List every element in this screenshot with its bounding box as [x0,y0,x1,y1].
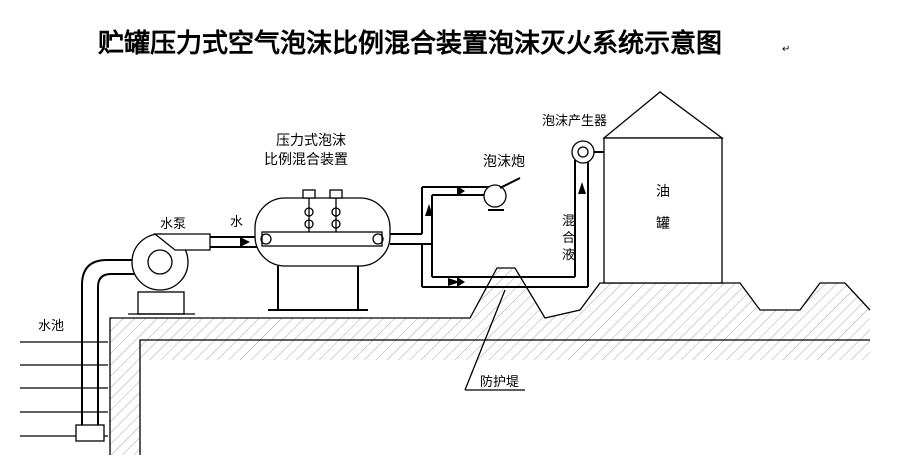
oil-tank-char1: 油 [656,184,670,200]
ground [109,267,871,455]
mixed-liquid-char3: 液 [562,248,575,263]
return-mark: ↵ [782,44,790,55]
mixed-liquid-char2: 合 [562,231,575,246]
dike-label: 防护堤 [480,374,519,390]
mixed-liquid-char1: 混 [562,214,575,229]
discharge-pipe [210,236,258,248]
pool-water [20,341,108,437]
foam-generator-label: 泡沫产生器 [542,114,607,129]
foot-valve [75,424,105,442]
pool-label: 水池 [38,319,64,334]
water-pump-label: 水泵 [160,217,186,232]
foam-cannon [483,177,521,211]
oil-tank-char2: 罐 [656,216,670,232]
proportioning-mixer [254,189,391,311]
suction-pipe [75,259,145,442]
foam-cannon-label: 泡沫炮 [483,154,525,170]
mixer-label-line2: 比例混合装置 [264,152,348,168]
mixer-label-line1: 压力式泡沫 [276,133,346,149]
outlet-pipe [390,160,589,288]
water-pump [128,233,211,315]
oil-tank [602,91,724,284]
dike-leader [464,289,525,391]
diagram-title: 贮罐压力式空气泡沫比例混合装置泡沫灭火系统示意图 [98,28,722,59]
water-label: 水 [230,215,243,230]
